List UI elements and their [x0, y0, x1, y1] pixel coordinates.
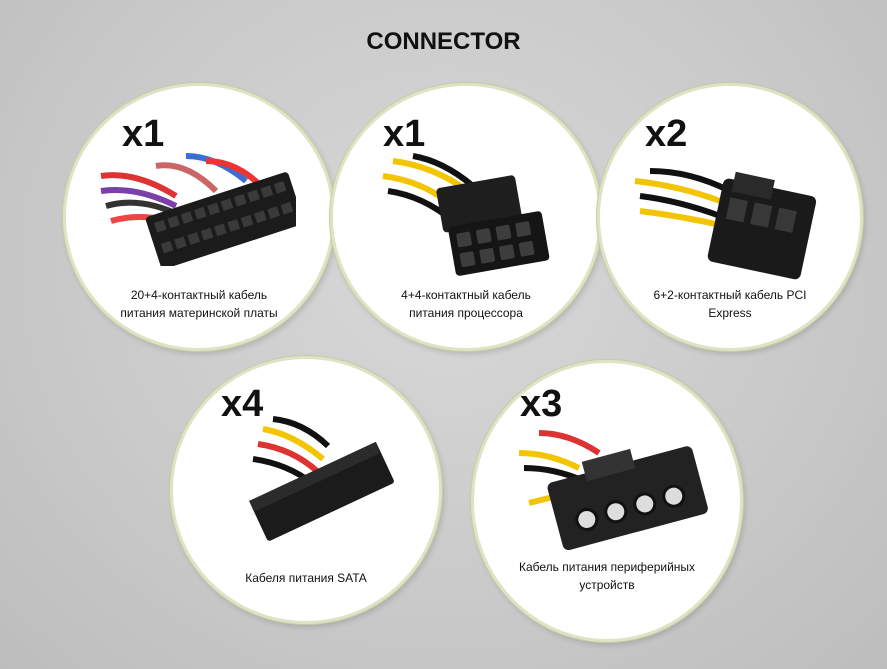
caption: Кабель питания периферийных устройств	[474, 558, 740, 594]
caption-line: устройств	[579, 578, 635, 592]
caption-line: 6+2-контактный кабель PCI	[653, 288, 807, 302]
connector-card-sata: Кабеля питания SATA	[170, 356, 442, 624]
cpu-8pin-connector-image	[382, 153, 550, 276]
quantity-label: x1	[383, 113, 426, 155]
sata-connector-image	[248, 416, 394, 541]
connector-card-24pin: 20+4-контактный кабель питания материнск…	[63, 83, 335, 351]
quantity-label: x2	[645, 113, 688, 155]
molex-connector-image	[518, 430, 708, 551]
pcie-connector-image	[634, 168, 817, 280]
quantity-label: x4	[221, 383, 264, 425]
caption: 4+4-контактный кабель питания процессора	[333, 286, 599, 322]
caption: Кабеля питания SATA	[173, 569, 439, 587]
caption-line: питания процессора	[409, 306, 523, 320]
caption-line: 4+4-контактный кабель	[401, 288, 531, 302]
atx-24pin-connector-image	[100, 153, 296, 266]
quantity-label: x1	[122, 113, 165, 155]
caption-line: Кабель питания периферийных	[518, 560, 696, 574]
caption: 6+2-контактный кабель PCI Express	[600, 286, 860, 322]
caption-line: Кабеля питания SATA	[245, 571, 367, 585]
caption-line: питания материнской платы	[120, 306, 278, 320]
connector-card-pcie: 6+2-контактный кабель PCI Express	[597, 83, 863, 351]
caption-line: Express	[708, 306, 752, 320]
caption-line: 20+4-контактный кабель	[130, 288, 268, 302]
quantity-label: x3	[520, 383, 563, 425]
connector-card-cpu: 4+4-контактный кабель питания процессора	[330, 83, 602, 351]
caption: 20+4-контактный кабель питания материнск…	[66, 286, 332, 322]
page-title: CONNECTOR	[366, 28, 521, 55]
connector-card-molex: Кабель питания периферийных устройств	[471, 360, 743, 642]
